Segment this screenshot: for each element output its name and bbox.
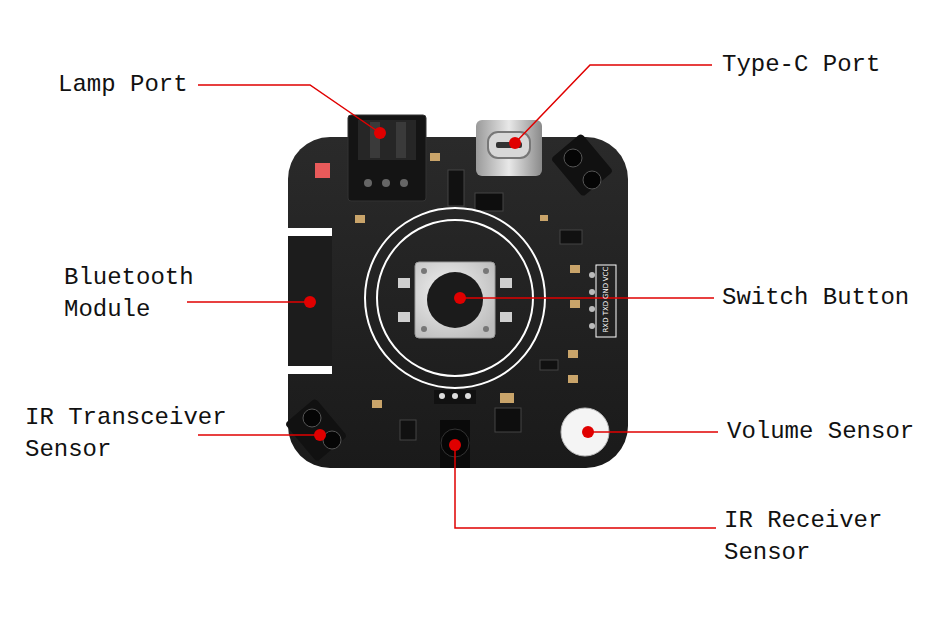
pin-name: GND (602, 282, 610, 300)
part-label: Bluetooth Module (64, 262, 214, 326)
part-label: IR Transceiver Sensor (25, 402, 240, 466)
part-label: Lamp Port (58, 69, 198, 101)
part-label: IR Receiver Sensor (724, 505, 902, 569)
pin-name: VCC (602, 265, 610, 283)
pin-name: TXD (602, 299, 610, 317)
part-label: Volume Sensor (727, 416, 922, 448)
part-label: Switch Button (722, 282, 922, 314)
pin-name: RXD (602, 316, 610, 334)
part-label: Type-C Port (722, 49, 922, 81)
